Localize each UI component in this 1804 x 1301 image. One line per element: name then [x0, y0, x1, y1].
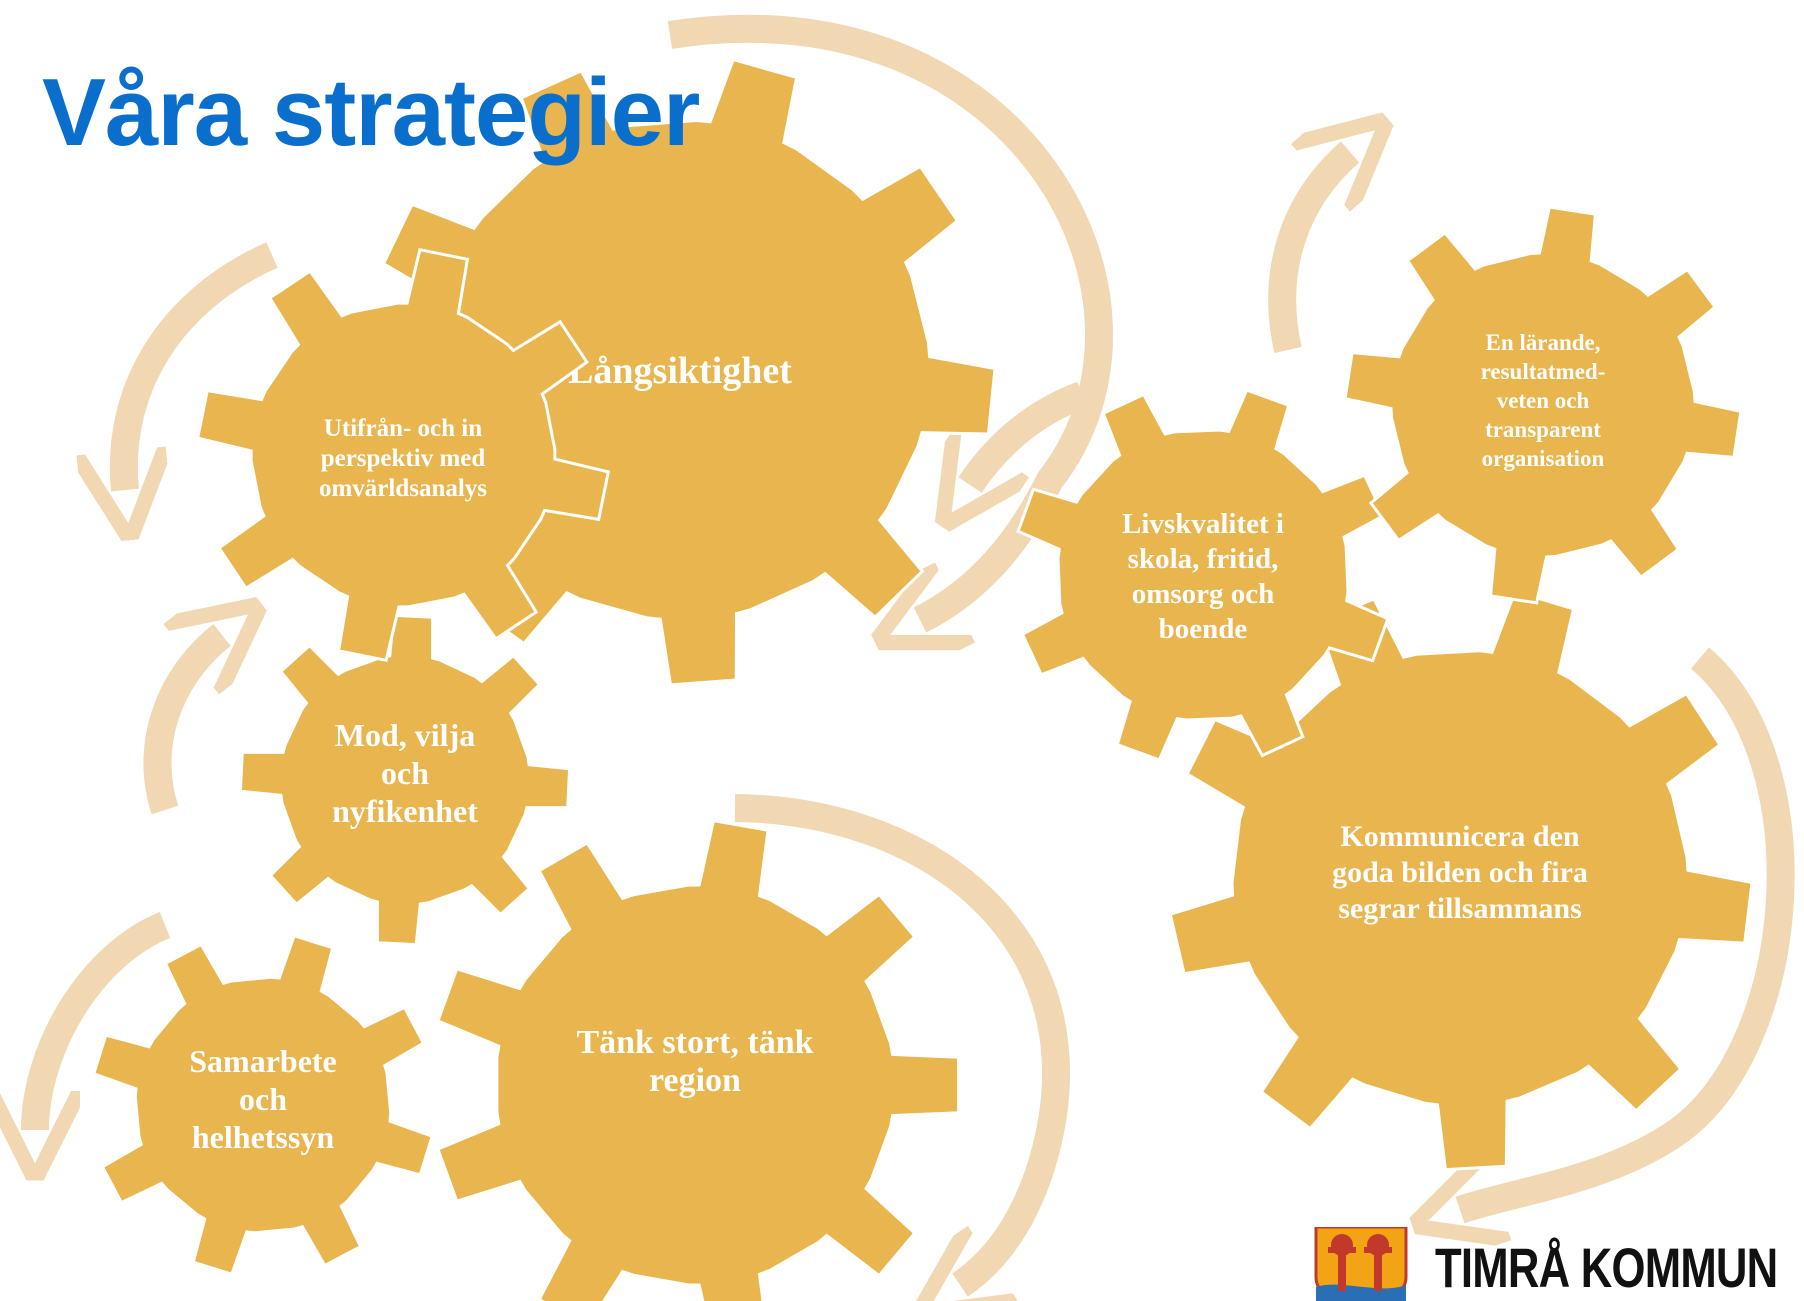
- curved-arrow-center: [970, 381, 1087, 485]
- gear-utifran: Utifrån- och in perspektiv med omvärldsana…: [195, 247, 611, 663]
- gear-label-line: organisation: [1482, 446, 1605, 471]
- gear-label-line: och: [239, 1081, 287, 1117]
- gear-shape-tank: [436, 818, 960, 1301]
- timra-kommun-logo: [1314, 1227, 1408, 1301]
- gear-shape-kommunicera: [1168, 589, 1754, 1172]
- gear-label-line: segrar tillsammans: [1338, 892, 1582, 925]
- gear-label-line: Livskvalitet i: [1122, 508, 1284, 540]
- gear-label-line: Utifrån- och in: [324, 415, 482, 442]
- curved-arrow-left-lower: [35, 912, 171, 1130]
- page-title: Våra strategier: [42, 59, 700, 166]
- gear-shape-utifran: [195, 247, 611, 663]
- gear-shape-mod: [238, 613, 572, 947]
- gear-label-line: resultatmed-: [1481, 359, 1606, 384]
- gear-label-line: veten och: [1497, 388, 1590, 413]
- logo-text: TIMRÅ KOMMUN: [1435, 1236, 1778, 1299]
- gear-label-line: perspektiv med: [321, 445, 486, 472]
- gear-label-line: Kommunicera den: [1340, 820, 1579, 853]
- gear-label-larande: En lärande, resultatmed-veten och transpar…: [1481, 330, 1606, 471]
- gear-label-line: transparent: [1485, 417, 1601, 442]
- gear-label-line: boende: [1159, 613, 1248, 645]
- gear-label-line: omsorg och: [1132, 578, 1275, 610]
- timra-coat-of-arms-icon: [1314, 1227, 1408, 1301]
- curved-arrow-top: [667, 14, 1113, 620]
- gear-shape-samarbete: [91, 933, 435, 1277]
- gear-larande: En lärande, resultatmed-veten och transpar…: [1343, 205, 1743, 605]
- gear-shape-larande: [1343, 205, 1743, 605]
- curved-arrow-right-lower: [1460, 647, 1795, 1210]
- gear-label-line: Mod, vilja: [335, 717, 475, 753]
- gear-label-line: och: [381, 755, 429, 791]
- gear-label-langsiktighet: Långsiktighet: [568, 350, 792, 392]
- gear-label-line: goda bilden och fira: [1332, 856, 1588, 889]
- gear-label-line: En lärande,: [1485, 330, 1600, 355]
- gear-shape-livskvalitet: [1016, 388, 1390, 762]
- gear-label-line: region: [649, 1062, 741, 1099]
- gear-label-line: Långsiktighet: [568, 350, 792, 392]
- gear-label-line: helhetssyn: [192, 1119, 334, 1155]
- curved-arrow-right-upper: [1268, 152, 1350, 354]
- curved-arrow-bottom: [734, 794, 1071, 1285]
- gear-label-line: Tänk stort, tänk: [576, 1024, 813, 1061]
- gear-label-line: skola, fritid,: [1128, 543, 1279, 575]
- gear-label-line: omvärldsanalys: [319, 475, 487, 502]
- gear-label-line: Samarbete: [189, 1043, 337, 1079]
- cycle-arrows: [35, 14, 1795, 1285]
- curved-arrow-left-middle: [143, 635, 222, 815]
- gear-label-utifran: Utifrån- och in perspektiv med omvärldsana…: [319, 415, 487, 502]
- gear-label-line: nyfikenhet: [332, 793, 478, 829]
- curved-arrow-left-upper: [124, 242, 278, 490]
